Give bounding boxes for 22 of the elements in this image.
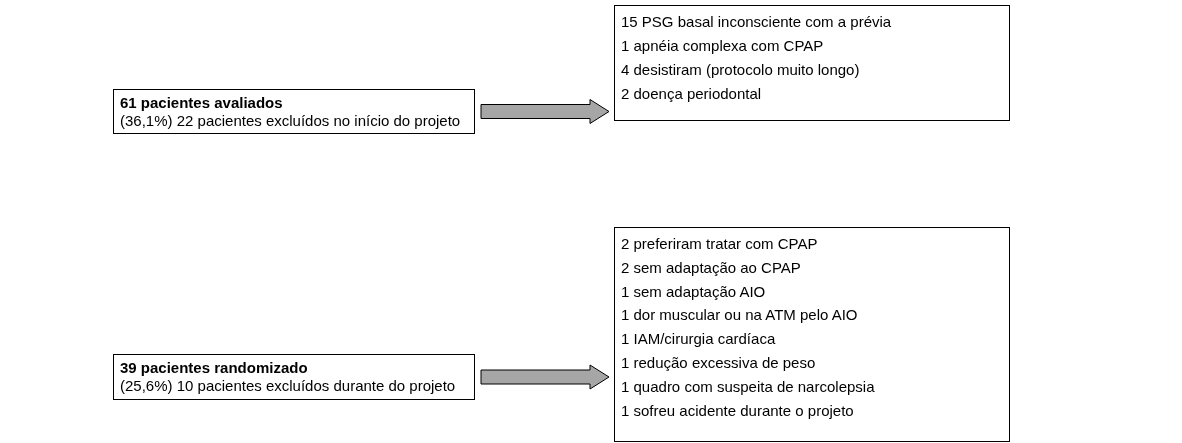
list-item: 1 apnéia complexa com CPAP: [621, 36, 825, 56]
box-heading: 39 pacientes randomizado: [120, 359, 309, 377]
list-item: 2 preferiram tratar com CPAP: [621, 234, 819, 254]
summary-box: [113, 354, 475, 400]
list-item: 1 IAM/cirurgia cardíaca: [621, 329, 777, 350]
box-text: (36,1%) 22 pacientes excluídos no início do projeto: [120, 111, 462, 130]
list-item: 2 sem adaptação ao CPAP: [621, 257, 802, 278]
block-arrow: [480, 364, 610, 390]
list-box: [614, 5, 1010, 121]
list-item: 2 doença periodontal: [621, 84, 763, 104]
list-item: 4 desistiram (protocolo muito longo): [621, 60, 861, 80]
summary-box: [113, 89, 475, 134]
list-item: 1 quadro com suspeita de narcolepsia: [621, 376, 876, 397]
list-item: 1 redução excessiva de peso: [621, 353, 817, 373]
list-box: [614, 227, 1010, 442]
list-item: 15 PSG basal inconsciente com a prévia: [621, 12, 893, 32]
list-item: 1 sem adaptação AIO: [621, 281, 767, 302]
box-text: (25,6%) 10 pacientes excluídos durante do projeto: [120, 377, 457, 395]
list-item: 1 sofreu acidente durante o projeto: [621, 400, 855, 421]
box-heading: 61 pacientes avaliados: [120, 93, 284, 112]
block-arrow: [480, 99, 610, 124]
list-item: 1 dor muscular ou na ATM pelo AIO: [621, 305, 859, 326]
